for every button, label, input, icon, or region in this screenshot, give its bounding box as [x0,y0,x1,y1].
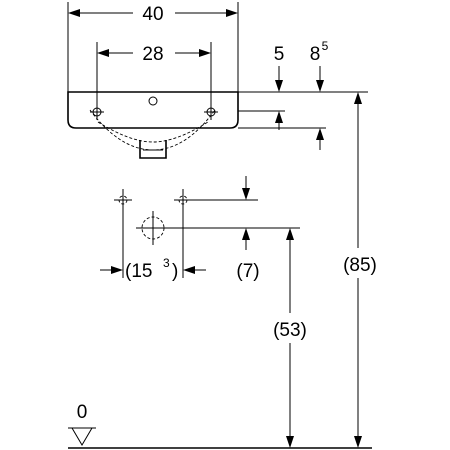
overall-width-label: 40 [142,4,163,25]
floor-level-label: 0 [77,402,88,423]
rim-offset-label: 5 [274,44,285,65]
waste-outlet-marker [136,211,170,245]
supply-spacing-label: (15 [125,261,152,282]
dimension-supply-spacing: (15 3 ) [100,256,206,282]
dimension-rim-offset: 5 [238,44,285,130]
rim-height-label: (85) [343,255,377,276]
waste-supply-right-marker [174,189,192,212]
dimension-rim-height: (85) [343,92,377,448]
dimension-overall-width: 40 [67,2,239,92]
dimension-waste-offset: (7) [236,176,260,282]
waste-offset-label: (7) [236,261,259,282]
basin-outline [67,91,239,159]
dimension-waste-height: (53) [273,228,307,448]
floor-level: 0 [68,402,372,449]
supply-spacing-close: ) [172,261,178,282]
tap-spacing-label: 28 [142,44,163,65]
waste-supply-left-marker [114,189,132,212]
dimension-rim-depth: 8 5 [238,39,329,150]
waste-height-label: (53) [273,320,307,341]
dimension-tap-spacing: 28 [96,42,212,110]
rim-depth-label: 8 [310,44,321,65]
supply-spacing-superscript: 3 [163,256,170,270]
rim-depth-superscript: 5 [322,39,329,53]
